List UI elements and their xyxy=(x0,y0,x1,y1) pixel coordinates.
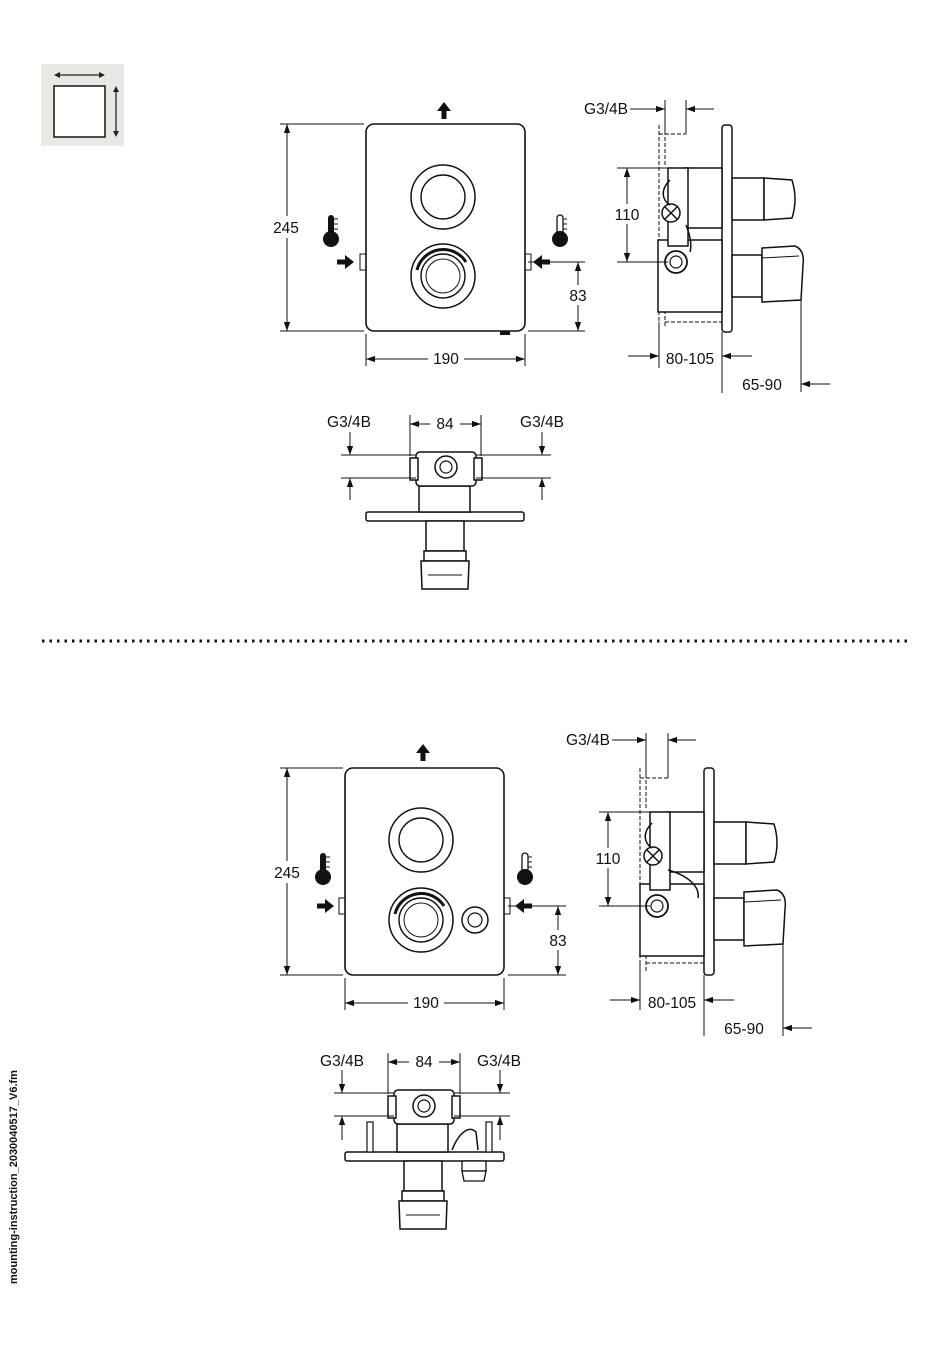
diagram-top: 245 190 83 xyxy=(268,100,830,589)
hot-water-icon xyxy=(323,215,339,247)
front-view: 245 190 83 xyxy=(268,102,592,370)
depth-dimension-b: 65-90 xyxy=(724,1021,764,1038)
top-spacing-dimension: 84 xyxy=(436,416,454,433)
footer-filename: mounting-instruction_2030040517_V6.fm xyxy=(8,1064,20,1284)
thread-dimension: G3/4B xyxy=(584,101,628,118)
depth-dimension-a: 80-105 xyxy=(648,995,696,1012)
offset-dimension: 83 xyxy=(569,288,586,305)
cold-water-icon xyxy=(552,215,568,247)
side-view-2: G3/4B 110 80-105 65-90 xyxy=(566,732,812,1038)
depth-dimension-a: 80-105 xyxy=(666,351,714,368)
outlet-arrow-icon xyxy=(416,744,430,761)
spacing-dimension: 110 xyxy=(596,851,621,868)
thread-right-dimension: G3/4B xyxy=(520,414,564,431)
hot-water-icon xyxy=(315,853,331,885)
hot-inlet-arrow-icon xyxy=(337,255,354,269)
offset-dimension: 83 xyxy=(549,933,566,950)
side-view: G3/4B 110 80-105 65-90 xyxy=(584,100,830,394)
cold-water-icon xyxy=(517,853,533,885)
diagram-bottom: 245 190 83 xyxy=(268,732,812,1229)
thread-left-dimension: G3/4B xyxy=(327,414,371,431)
thread-right-dimension: G3/4B xyxy=(477,1053,521,1070)
front-view-2: 245 190 83 xyxy=(268,744,572,1014)
height-dimension: 245 xyxy=(273,220,299,237)
width-dimension: 190 xyxy=(433,351,459,368)
outlet-arrow-icon xyxy=(437,102,451,119)
spacing-dimension: 110 xyxy=(615,207,640,224)
height-dimension: 245 xyxy=(274,865,300,882)
top-view-2: 84 G3/4B G3/4B xyxy=(320,1052,521,1229)
top-view: 84 G3/4B G3/4B xyxy=(327,414,564,589)
thread-dimension: G3/4B xyxy=(566,732,610,749)
hot-inlet-arrow-icon xyxy=(317,899,334,913)
thread-left-dimension: G3/4B xyxy=(320,1053,364,1070)
width-dimension: 190 xyxy=(413,995,439,1012)
depth-dimension-b: 65-90 xyxy=(742,377,782,394)
top-spacing-dimension: 84 xyxy=(415,1054,433,1071)
